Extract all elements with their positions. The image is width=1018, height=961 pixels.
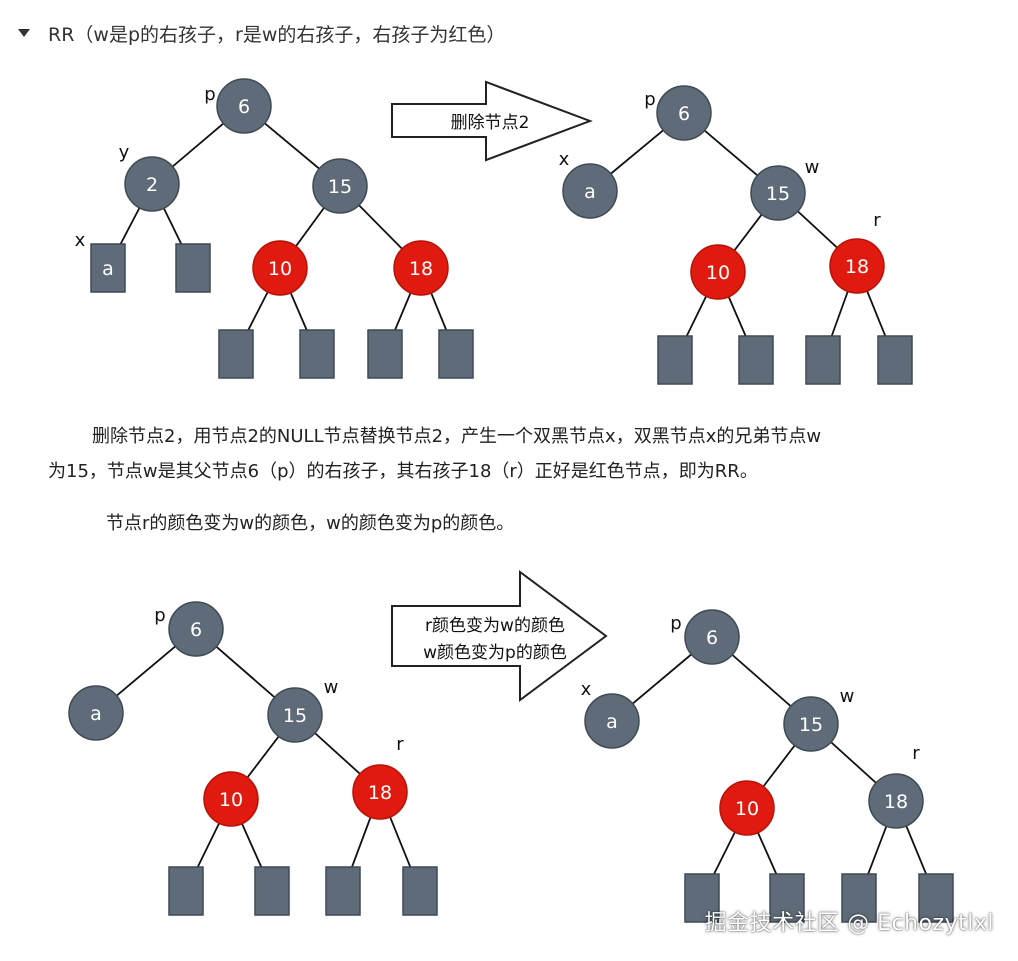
nil-leaf [841, 873, 877, 923]
node-label: 18 [884, 791, 908, 813]
node-2 [124, 156, 180, 212]
node-label: 6 [238, 96, 250, 118]
node-tag-r: r [873, 210, 881, 231]
node-label: 6 [190, 619, 202, 641]
node-18 [393, 240, 449, 296]
node-label: 18 [368, 782, 392, 804]
node-10 [203, 771, 259, 827]
nil-leaf [877, 335, 913, 385]
nil-leaf [325, 866, 361, 916]
node-label: 18 [409, 258, 433, 280]
node-a [562, 163, 618, 219]
node-label: 10 [706, 262, 730, 284]
node-label: 6 [706, 627, 718, 649]
tree-4: 6 p ax 15 w 10 18 r [581, 609, 954, 923]
node-18 [352, 764, 408, 820]
nil-leaf [367, 329, 403, 379]
node-tag-r: r [396, 734, 404, 755]
node-label: a [584, 181, 596, 203]
node-a [68, 685, 124, 741]
node-10 [690, 244, 746, 300]
nil-leaf [738, 335, 774, 385]
node-6 [216, 78, 272, 134]
node-tag-x: x [75, 230, 86, 251]
node-label: 2 [146, 174, 158, 196]
node-label: 10 [268, 258, 292, 280]
node-18 [868, 773, 924, 829]
heading-text: RR（w是p的右孩子，r是w的右孩子，右孩子为红色） [48, 23, 506, 46]
node-label: a [90, 703, 102, 725]
node-6 [168, 601, 224, 657]
node-label: a [606, 711, 618, 733]
node-tag-w: w [805, 157, 820, 178]
tree-3: 6 p a 15 w 10 18 r [68, 601, 438, 916]
explanation-line-1: 删除节点2，用节点2的NULL节点替换节点2，产生一个双黑节点x，双黑节点x的兄… [92, 426, 822, 447]
node-tag-p: p [204, 84, 215, 105]
node-label: 15 [799, 714, 823, 736]
node-6 [656, 85, 712, 141]
node-tag-x: x [581, 679, 592, 700]
node-15 [783, 696, 839, 752]
node-label: 15 [328, 176, 352, 198]
arrow-recolor: r颜色变为w的颜色 w颜色变为p的颜色 [391, 570, 608, 702]
nil-leaf [684, 873, 720, 923]
nil-leaf [168, 866, 204, 916]
watermark: 掘金技术社区 @ Echozytlxl [704, 911, 994, 936]
node-tag-w: w [324, 677, 339, 698]
arrow-recolor-label-1: r颜色变为w的颜色 [425, 616, 565, 636]
node-a [584, 693, 640, 749]
nil-leaf [299, 329, 335, 379]
node-label: 15 [766, 183, 790, 205]
nil-leaf [218, 329, 254, 379]
node-label: 18 [845, 256, 869, 278]
recolor-explanation: 节点r的颜色变为w的颜色，w的颜色变为p的颜色。 [106, 513, 515, 534]
nil-leaf [90, 243, 126, 293]
nil-leaf [402, 866, 438, 916]
arrow-delete-node: 删除节点2 [391, 80, 593, 162]
node-10 [719, 780, 775, 836]
node-15 [750, 165, 806, 221]
node-tag-x: x [559, 149, 570, 170]
arrow-delete-label: 删除节点2 [451, 113, 530, 133]
node-tag-p: p [644, 89, 655, 110]
nil-leaf [438, 329, 474, 379]
node-label: 15 [283, 705, 307, 727]
nil-leaf [918, 873, 954, 923]
node-tag-y: y [119, 142, 130, 163]
section-heading: RR（w是p的右孩子，r是w的右孩子，右孩子为红色） [18, 18, 505, 48]
node-10 [252, 240, 308, 296]
node-label: 10 [219, 789, 243, 811]
node-18 [829, 238, 885, 294]
node-tag-r: r [912, 743, 920, 764]
nil-leaf [254, 866, 290, 916]
node-label: a [102, 258, 114, 280]
collapse-toggle-icon[interactable] [18, 29, 30, 37]
node-label: 10 [735, 798, 759, 820]
nil-leaf [657, 335, 693, 385]
node-tag-p: p [154, 605, 165, 626]
node-6 [684, 609, 740, 665]
node-15 [312, 158, 368, 214]
arrow-recolor-label-2: w颜色变为p的颜色 [423, 643, 567, 663]
explanation-line-2: 为15，节点w是其父节点6（p）的右孩子，其右孩子18（r）正好是红色节点，即为… [48, 461, 758, 482]
node-label: 6 [678, 103, 690, 125]
node-tag-w: w [840, 686, 855, 707]
node-tag-p: p [670, 613, 681, 634]
tree-2: 6 p ax 15 w 10 18 r [559, 85, 913, 385]
nil-leaf [769, 873, 805, 923]
nil-leaf [175, 243, 211, 293]
tree-1: 6 p 2y 15 ax 10 18 [75, 78, 474, 379]
nil-leaf [805, 335, 841, 385]
node-15 [267, 687, 323, 743]
